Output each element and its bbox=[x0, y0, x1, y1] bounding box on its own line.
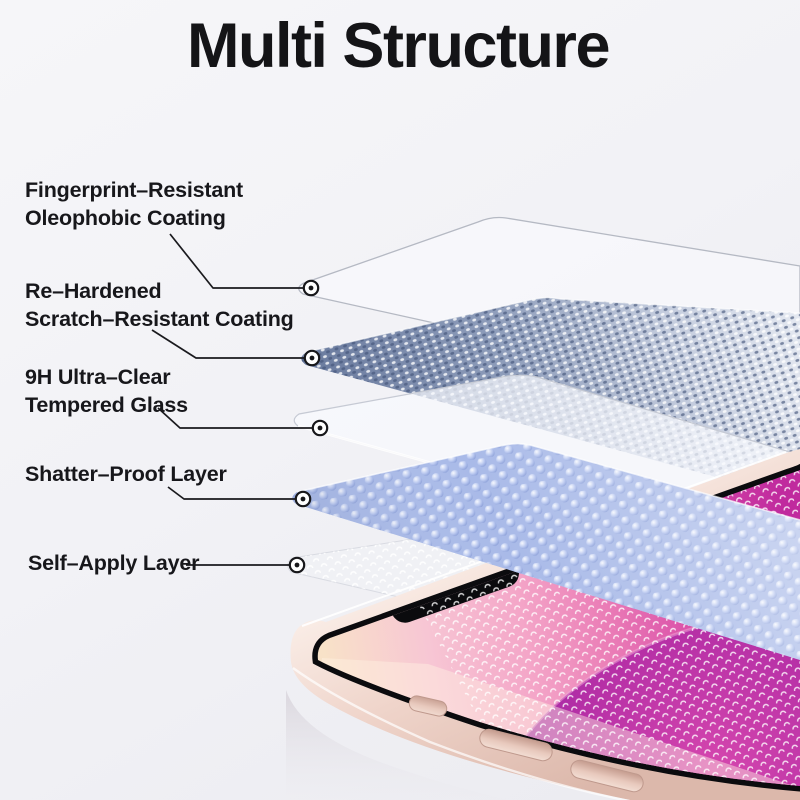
label-line: Tempered Glass bbox=[25, 393, 188, 417]
layer-markers bbox=[288, 279, 329, 574]
label-line: Fingerprint–Resistant bbox=[25, 178, 244, 202]
volume-up-button bbox=[479, 728, 553, 762]
leader-line-4 bbox=[167, 486, 295, 500]
label-scratch-resistant-coating: Re–Hardened Scratch–Resistant Coating bbox=[25, 277, 294, 333]
page-title: Multi Structure bbox=[186, 11, 611, 81]
label-line: Re–Hardened bbox=[25, 279, 162, 303]
layer-shatter-proof-beads bbox=[292, 442, 800, 660]
label-shatter-proof-layer: Shatter–Proof Layer bbox=[25, 460, 227, 488]
marker-dot bbox=[294, 490, 312, 508]
label-line: Shatter–Proof Layer bbox=[25, 462, 227, 486]
side-buttons bbox=[408, 695, 644, 793]
leader-line-3 bbox=[157, 407, 312, 429]
label-line: 9H Ultra–Clear bbox=[25, 365, 171, 389]
label-tempered-glass: 9H Ultra–Clear Tempered Glass bbox=[25, 363, 188, 419]
label-self-apply-layer: Self–Apply Layer bbox=[28, 549, 199, 577]
label-line: Scratch–Resistant Coating bbox=[25, 307, 294, 331]
marker-dot bbox=[288, 556, 306, 574]
leader-line-1 bbox=[169, 233, 303, 289]
marker-dot bbox=[303, 349, 321, 367]
marker-dot bbox=[311, 419, 329, 437]
volume-down-button bbox=[570, 759, 644, 793]
mute-switch bbox=[408, 695, 448, 717]
label-oleophobic-coating: Fingerprint–Resistant Oleophobic Coating bbox=[25, 176, 243, 232]
label-line: Self–Apply Layer bbox=[28, 551, 200, 575]
floor-reflection bbox=[286, 690, 510, 800]
leader-lines bbox=[151, 233, 312, 566]
marker-dot bbox=[302, 279, 320, 297]
leader-line-2 bbox=[151, 329, 304, 359]
label-line: Oleophobic Coating bbox=[25, 206, 226, 230]
